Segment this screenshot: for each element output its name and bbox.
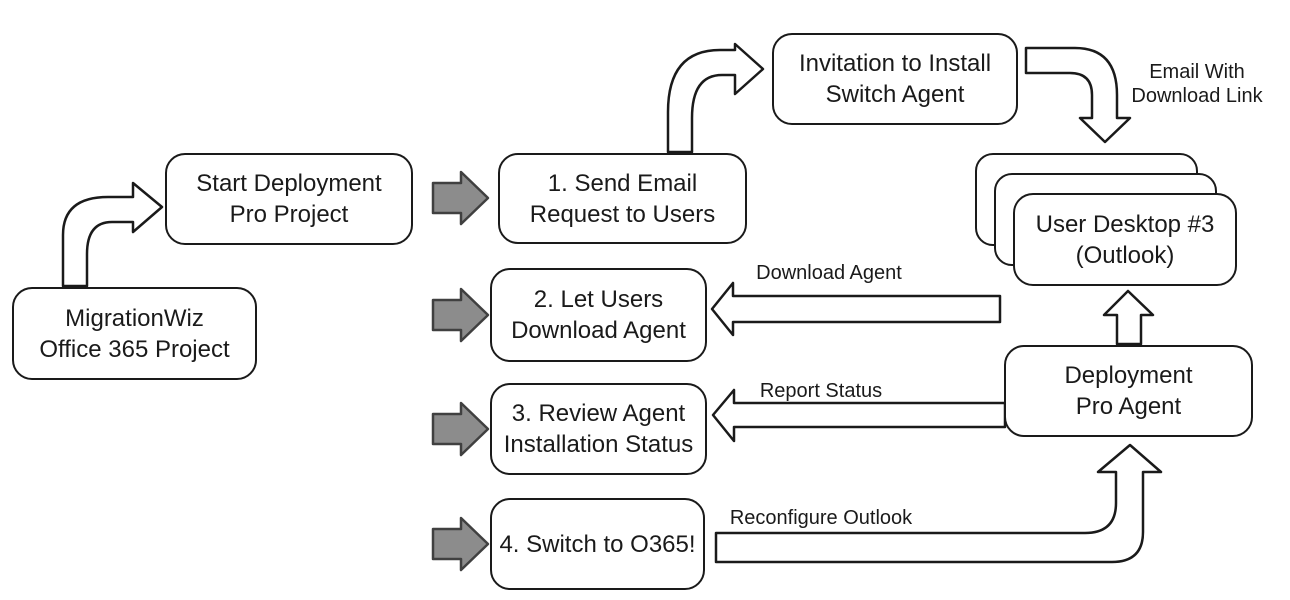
gray-arrow-step-2-icon	[431, 287, 490, 343]
node-deployment-pro-agent-label: Deployment Pro Agent	[1064, 362, 1193, 420]
gray-arrow-step-4-icon	[431, 516, 490, 572]
arrow-invitation-to-desktop-icon	[1024, 46, 1132, 144]
edge-label-download-agent: Download Agent	[756, 262, 902, 284]
node-send-email-label: 1. Send Email Request to Users	[529, 169, 716, 228]
arrow-download-agent-icon	[710, 281, 1002, 337]
node-let-users-download-label: 2. Let Users Download Agent	[511, 286, 686, 344]
node-user-desktop: User Desktop #3 (Outlook)	[1013, 193, 1237, 286]
node-review-status: 3. Review Agent Installation Status	[490, 383, 707, 475]
node-switch-o365-label: 4. Switch to O365!	[499, 530, 696, 558]
gray-arrow-step-3-icon	[431, 401, 490, 457]
node-migrationwiz-label: MigrationWiz Office 365 Project	[39, 304, 230, 363]
arrow-agent-to-desktop-icon	[1102, 289, 1155, 346]
node-switch-o365: 4. Switch to O365!	[490, 498, 705, 590]
node-review-status-label: 3. Review Agent Installation Status	[503, 400, 694, 458]
arrow-migrationwiz-to-start-icon	[61, 181, 164, 288]
node-send-email: 1. Send Email Request to Users	[498, 153, 747, 244]
node-invitation: Invitation to Install Switch Agent	[772, 33, 1018, 125]
node-start-deployment: Start Deployment Pro Project	[165, 153, 413, 245]
node-user-desktop-label: User Desktop #3 (Outlook)	[1035, 210, 1215, 269]
node-invitation-label: Invitation to Install Switch Agent	[798, 50, 992, 108]
edge-label-report-status: Report Status	[759, 380, 883, 402]
edge-label-reconfigure-outlook: Reconfigure Outlook	[729, 507, 913, 529]
node-deployment-pro-agent: Deployment Pro Agent	[1004, 345, 1253, 437]
gray-arrow-step-1-icon	[431, 170, 490, 226]
arrow-send-email-to-invitation-icon	[666, 42, 765, 154]
node-let-users-download: 2. Let Users Download Agent	[490, 268, 707, 362]
node-start-deployment-label: Start Deployment Pro Project	[196, 170, 382, 228]
node-migrationwiz: MigrationWiz Office 365 Project	[12, 287, 257, 380]
edge-label-email-with-link: Email With Download Link	[1131, 61, 1263, 107]
arrow-reconfigure-outlook-icon	[714, 443, 1163, 564]
